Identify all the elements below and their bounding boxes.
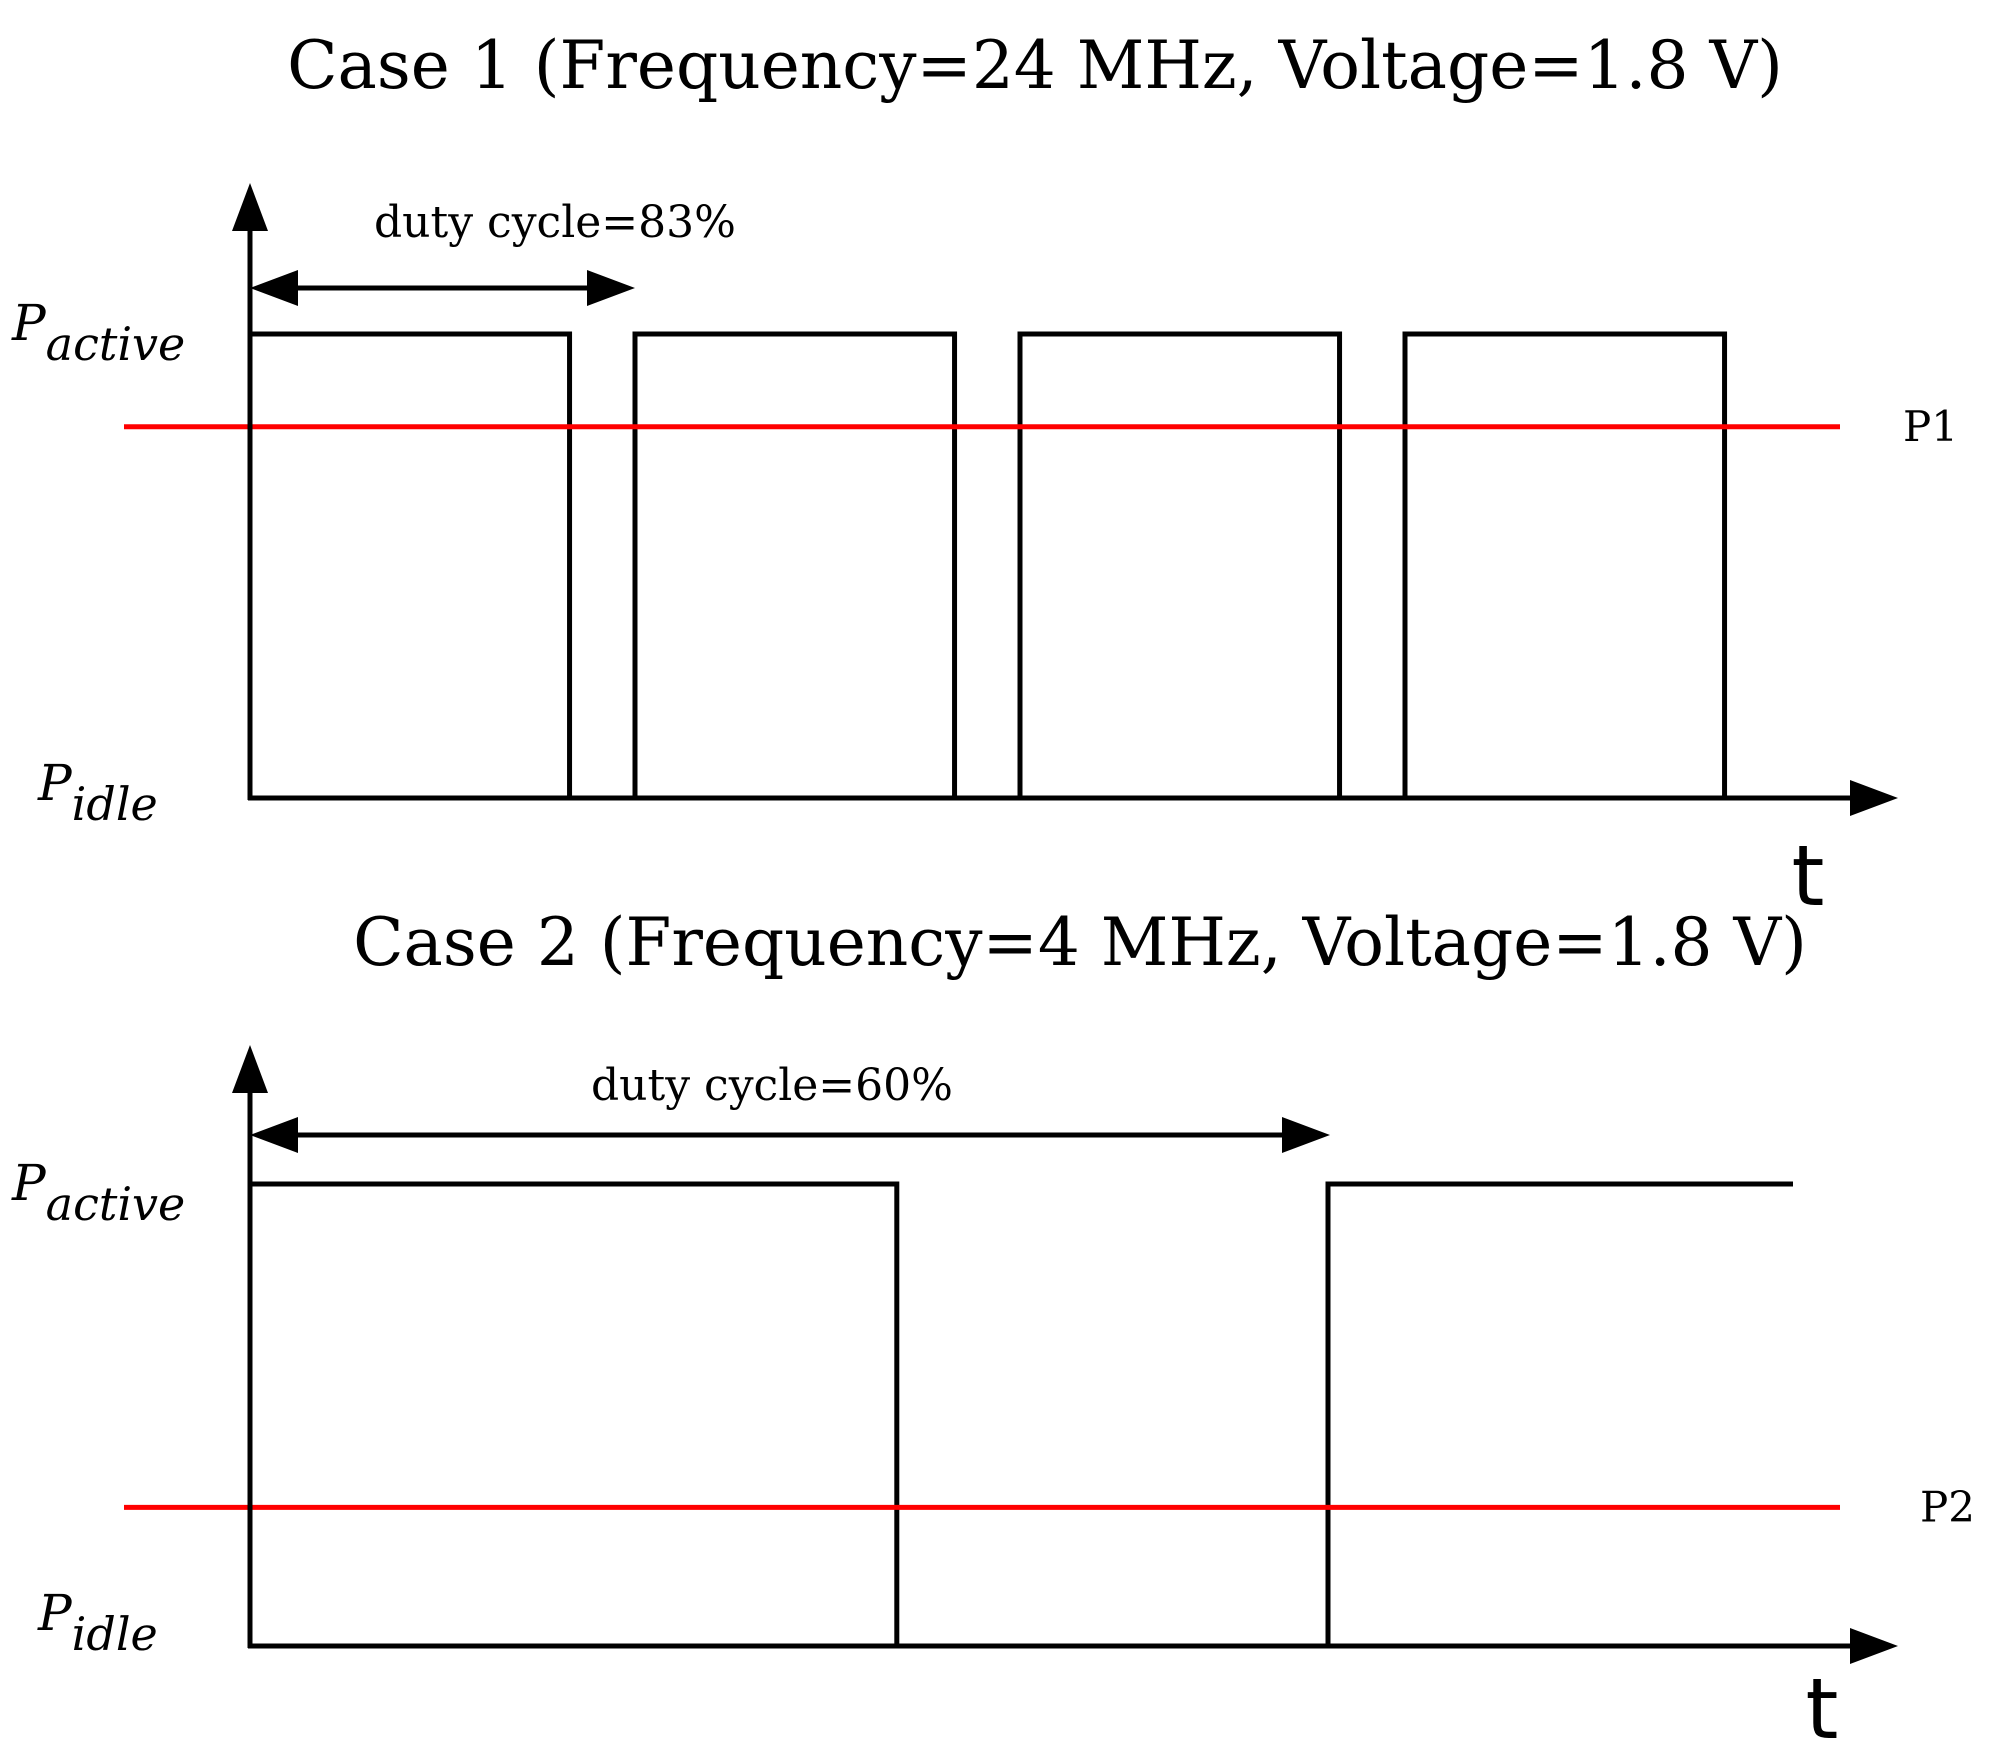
panel-1-duty-annotation: duty cycle=83%: [374, 197, 736, 248]
panel-2-x-axis-arrowhead: [1850, 1628, 1898, 1664]
panel-2-active-label: Pactive: [11, 1154, 185, 1231]
panel-case-1: Case 1 (Frequency=24 MHz, Voltage=1.8 V)…: [11, 27, 1958, 925]
panel-1-power-waveform: [247, 331, 1728, 801]
panel-case-2: Case 2 (Frequency=4 MHz, Voltage=1.8 V) …: [11, 904, 1975, 1753]
panel-2-time-label: t: [1806, 1660, 1839, 1753]
panel-1-time-label: t: [1792, 827, 1825, 925]
panel-1-y-axis-arrowhead: [232, 183, 268, 231]
panel-1-title: Case 1 (Frequency=24 MHz, Voltage=1.8 V): [287, 27, 1783, 104]
panel-1-idle-label: Pidle: [37, 754, 158, 831]
panel-2-duty-annotation: duty cycle=60%: [591, 1060, 953, 1111]
panel-2-idle-label: Pidle: [37, 1584, 158, 1661]
panel-1-average-label: P1: [1903, 402, 1958, 451]
panel-2-power-waveform: [247, 1181, 1793, 1649]
panel-1-active-label: Pactive: [11, 294, 185, 371]
panel-1-duty-arrow-right-head: [587, 270, 635, 306]
panel-1-x-axis-arrowhead: [1850, 780, 1898, 816]
panel-1-duty-arrow-left-head: [250, 270, 298, 306]
panel-2-duty-arrow-right-head: [1282, 1117, 1330, 1153]
panel-2-duty-arrow-left-head: [250, 1117, 298, 1153]
panel-2-title: Case 2 (Frequency=4 MHz, Voltage=1.8 V): [353, 904, 1807, 981]
panel-2-y-axis-arrowhead: [232, 1045, 268, 1093]
panel-2-average-label: P2: [1920, 1482, 1975, 1531]
